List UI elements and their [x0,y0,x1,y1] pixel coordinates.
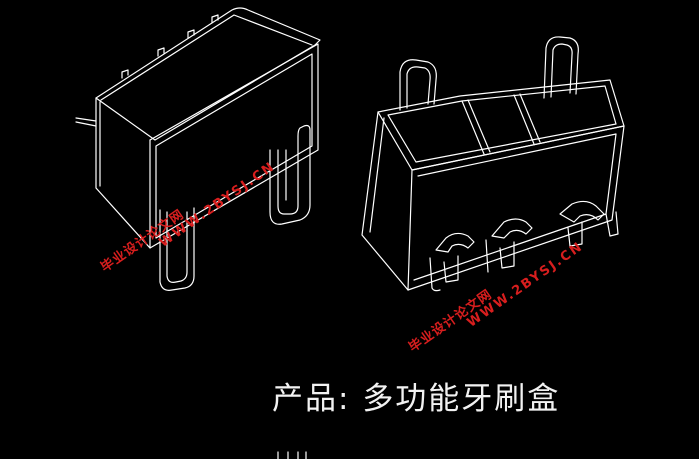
product-label: 产品: [272,381,351,417]
left-box-drawing [75,7,321,291]
product-name: 多功能牙刷盒 [362,381,561,417]
product-title: 产品: 多功能牙刷盒 [272,373,560,418]
right-box-drawing [361,36,625,292]
cut-off-text-marks [277,451,307,459]
